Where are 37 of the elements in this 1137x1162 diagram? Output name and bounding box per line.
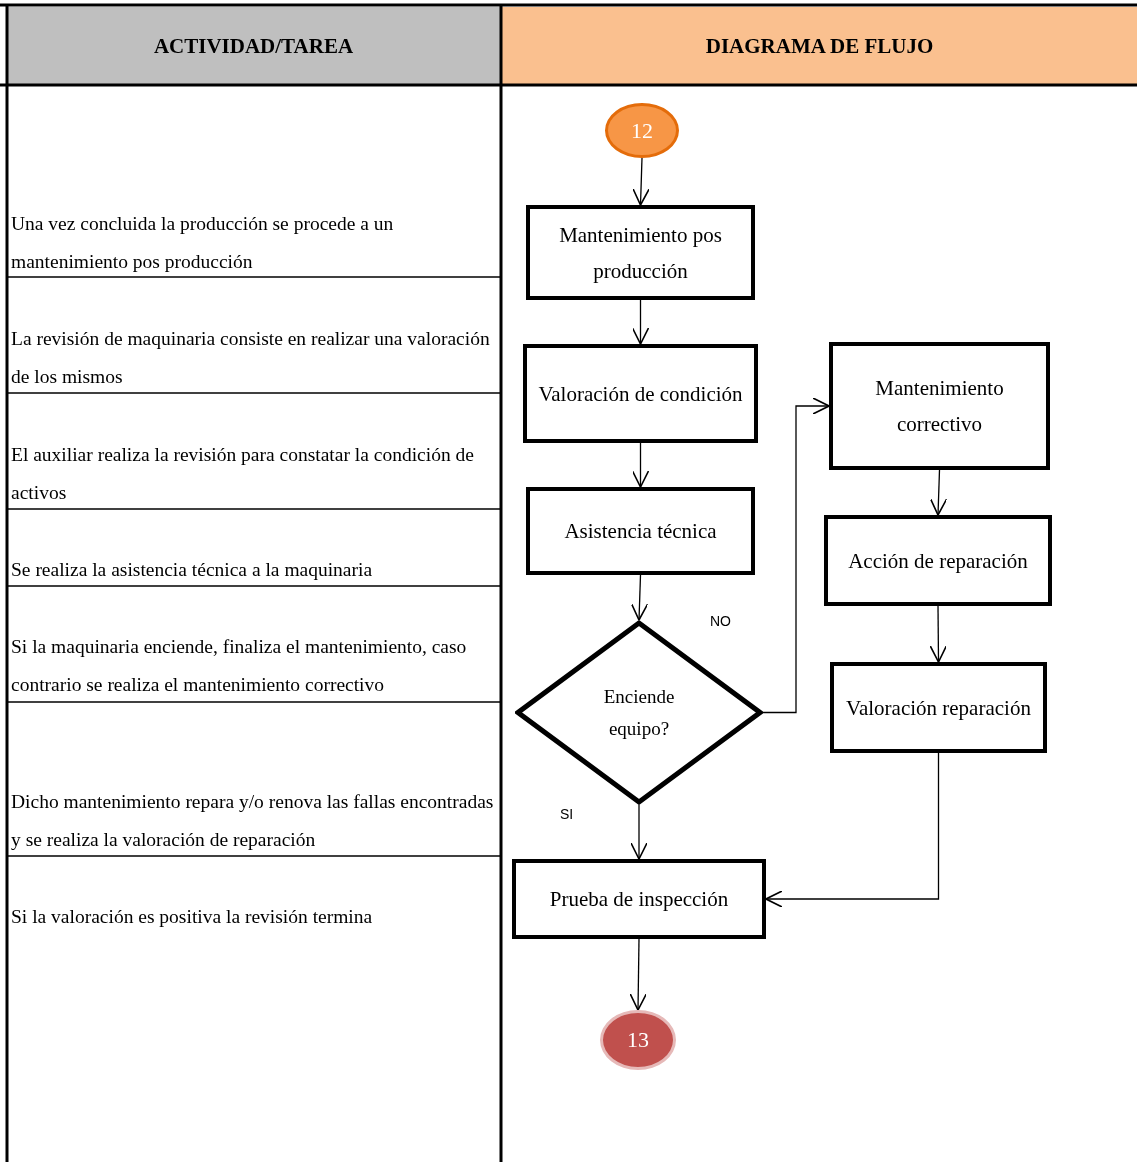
node-text: Acción de reparación [847, 547, 1029, 575]
node-text: Prueba de inspección [548, 886, 730, 913]
arrow [630, 804, 648, 860]
activity-description: Dicho mantenimiento repara y/o renova las fallas encontradas y se realiza la valoración de reparación [11, 790, 495, 852]
node-text: Asistencia técnica [563, 518, 718, 545]
process-box [829, 342, 1050, 470]
node-text: Valoración reparación [845, 694, 1032, 722]
process-box [830, 662, 1047, 753]
process-box [523, 344, 758, 443]
process-box [824, 515, 1052, 606]
edge-label: NO [708, 613, 733, 629]
arrow [765, 752, 940, 908]
arrow [929, 469, 948, 516]
node-text: Valoración de condición [537, 380, 744, 408]
column-header: DIAGRAMA DE FLUJO [705, 33, 934, 59]
node-text: Enciende equipo? [602, 684, 676, 741]
arrow [929, 605, 948, 663]
process-box [526, 205, 755, 300]
activity-description: Se realiza la asistencia técnica a la maquinaria [11, 558, 374, 582]
arrow [630, 574, 649, 621]
arrow [762, 397, 830, 714]
activity-description: Una vez concluida la producción se procede a un mantenimiento pos producción [11, 212, 395, 274]
node-text: 12 [630, 116, 654, 145]
arrow [631, 299, 650, 345]
activity-description: La revisión de maquinaria consiste en realizar una valoración de los mismos [11, 327, 491, 389]
node-text: Mantenimiento correctivo [874, 375, 1005, 438]
arrow [632, 157, 650, 206]
arrow [631, 442, 650, 488]
activity-description: Si la maquinaria enciende, finaliza el mantenimiento, caso contrario se realiza el mantenimiento correctivo [11, 635, 468, 697]
node-text: 13 [626, 1026, 650, 1054]
activity-description: Si la valoración es positiva la revisión termina [11, 905, 374, 929]
node-text: Mantenimiento pos producción [558, 221, 723, 285]
process-box [512, 859, 766, 939]
activity-description: El auxiliar realiza la revisión para constatar la condición de activos [11, 443, 475, 505]
arrow [629, 938, 647, 1011]
process-box [526, 487, 755, 575]
column-header: ACTIVIDAD/TAREA [153, 33, 354, 59]
